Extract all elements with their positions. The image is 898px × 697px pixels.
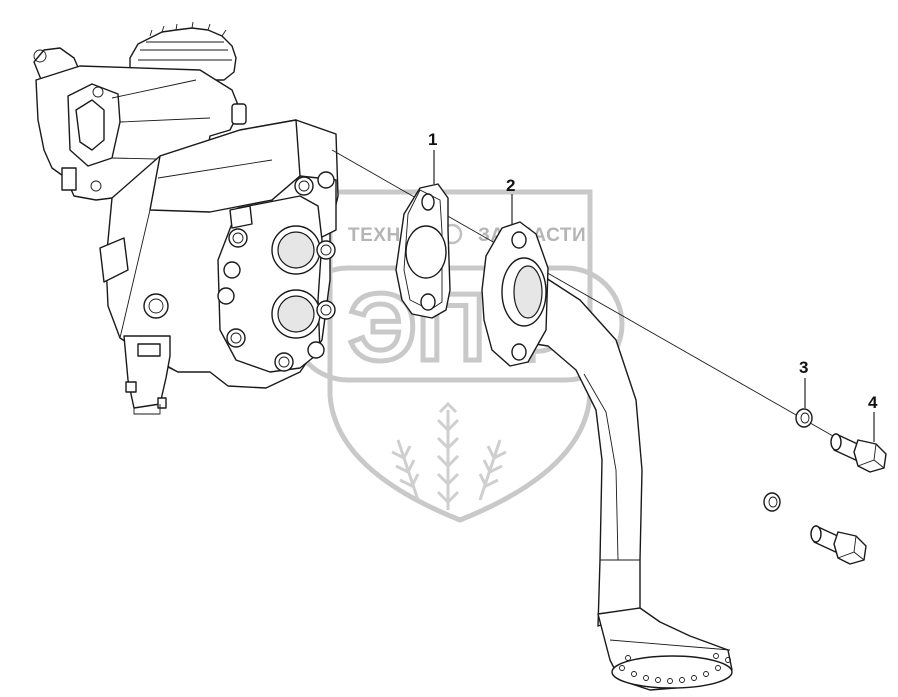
callout-1: 1 — [428, 130, 437, 184]
oil-pump-assembly — [33, 21, 339, 415]
suction-pipe-part-2 — [481, 221, 733, 691]
wheat-ears-icon — [391, 401, 507, 510]
washer-part-3-second — [763, 492, 781, 512]
bolt-part-4 — [830, 433, 887, 473]
callout-label-4: 4 — [868, 393, 878, 412]
callout-2: 2 — [506, 176, 515, 224]
callout-3: 3 — [799, 358, 808, 408]
bolt-part-4-second — [810, 525, 867, 565]
callout-label-1: 1 — [428, 130, 437, 149]
callout-label-3: 3 — [799, 358, 808, 377]
callout-4: 4 — [868, 393, 878, 442]
flange-bolt-group — [217, 171, 336, 372]
strainer-holes-icon — [619, 653, 731, 684]
washer-part-3 — [795, 408, 813, 428]
gasket-part-1 — [395, 183, 451, 319]
callout-label-2: 2 — [506, 176, 515, 195]
